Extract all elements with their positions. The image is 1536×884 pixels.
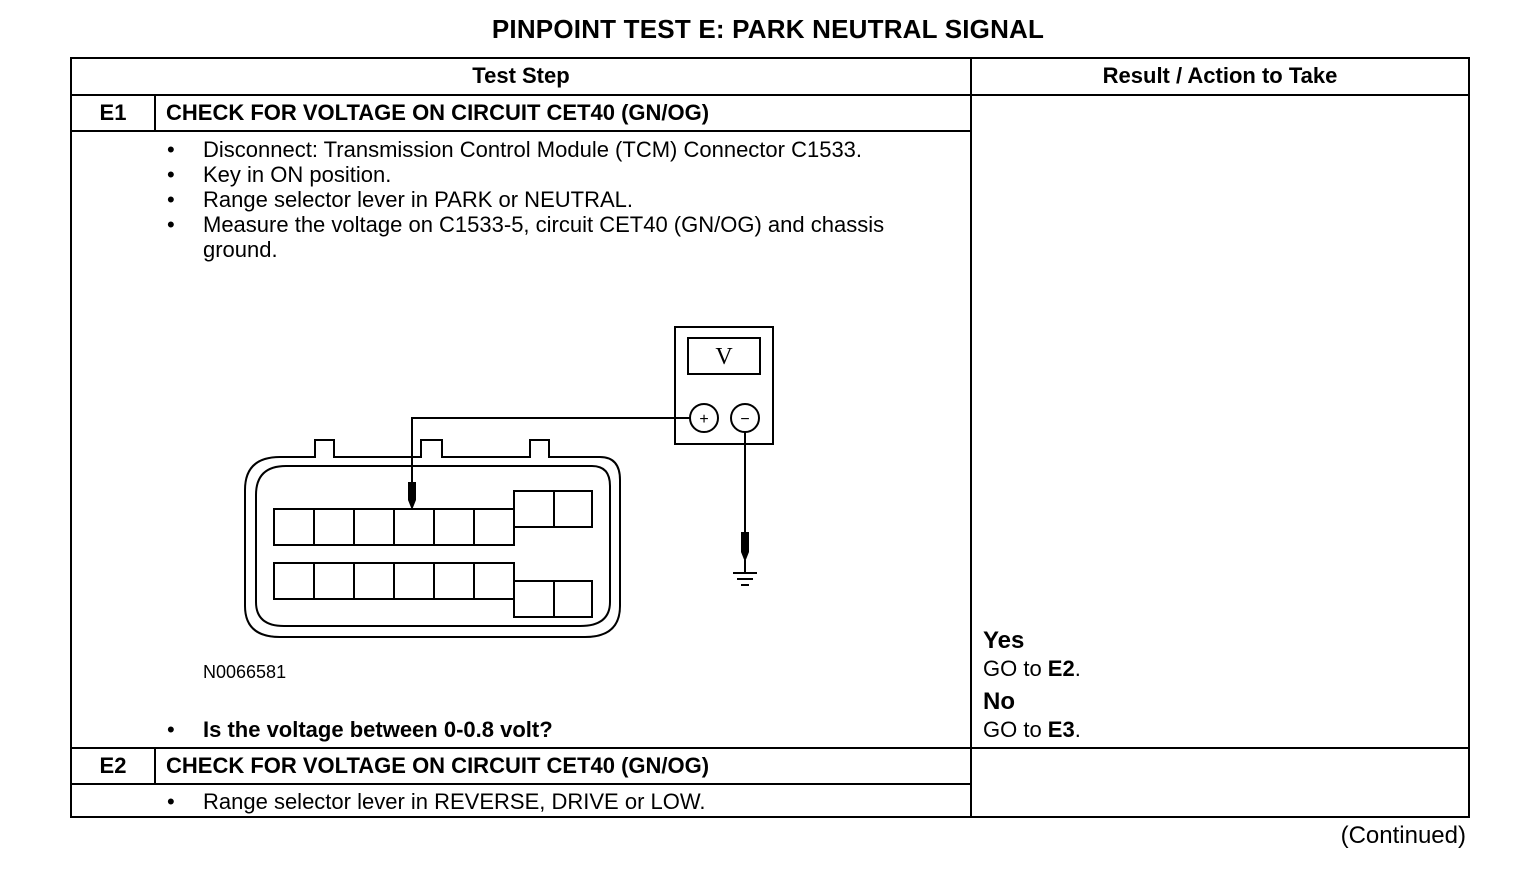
step-e1-instructions: Disconnect: Transmission Control Module …	[165, 137, 885, 262]
pinpoint-test-table: Test Step Result / Action to Take E1 CHE…	[70, 57, 1470, 818]
e2-id-divider	[154, 749, 156, 783]
connector-inner	[255, 465, 611, 627]
action-prefix: GO to	[983, 656, 1048, 681]
step-id-e2: E2	[99, 753, 127, 778]
volt-symbol: V	[715, 344, 733, 370]
action-target-link[interactable]: E3	[1047, 717, 1075, 742]
voltmeter-display	[687, 337, 761, 375]
e1-id-divider	[154, 96, 156, 130]
list-item: Measure the voltage on C1533-5, circuit …	[165, 212, 885, 262]
negative-sign: −	[740, 411, 749, 428]
positive-sign: +	[699, 411, 708, 428]
e1-step-divider	[72, 747, 1468, 749]
step-title-e1: CHECK FOR VOLTAGE ON CIRCUIT CET40 (GN/O…	[166, 100, 710, 125]
list-item: Key in ON position.	[165, 162, 885, 187]
result-no-label: No	[983, 688, 1015, 715]
figure-id: N0066581	[203, 662, 287, 682]
list-item: Disconnect: Transmission Control Module …	[165, 137, 885, 162]
step-title-e2: CHECK FOR VOLTAGE ON CIRCUIT CET40 (GN/O…	[166, 753, 710, 778]
result-yes-action: GO to E2.	[983, 656, 1081, 682]
header-divider	[72, 94, 1468, 96]
page-title: PINPOINT TEST E: PARK NEUTRAL SIGNAL	[491, 14, 1045, 44]
action-suffix: .	[1074, 656, 1081, 681]
list-item: Range selector lever in REVERSE, DRIVE o…	[165, 789, 885, 814]
negative-probe-icon	[741, 532, 749, 562]
action-prefix: GO to	[983, 717, 1048, 742]
connector-voltmeter-diagram: + − V	[244, 326, 774, 638]
e2-title-divider	[72, 783, 970, 785]
result-no-action: GO to E3.	[983, 717, 1081, 743]
connector-shell	[244, 439, 621, 638]
action-suffix: .	[1074, 717, 1081, 742]
voltmeter-body	[674, 326, 774, 445]
header-result: Result / Action to Take	[1102, 63, 1338, 88]
step-e2-instructions: Range selector lever in REVERSE, DRIVE o…	[165, 789, 885, 814]
header-test-step: Test Step	[472, 63, 570, 88]
positive-lead	[411, 417, 690, 482]
column-divider	[970, 59, 972, 816]
positive-probe-icon	[408, 482, 416, 510]
action-target-link[interactable]: E2	[1047, 656, 1075, 681]
e1-title-divider	[72, 130, 970, 132]
list-item: Range selector lever in PARK or NEUTRAL.	[165, 187, 885, 212]
result-yes-label: Yes	[983, 627, 1025, 654]
step-id-e1: E1	[99, 100, 127, 125]
continued-note: (Continued)	[1340, 822, 1466, 849]
step-e1-question: Is the voltage between 0-0.8 volt?	[165, 717, 553, 743]
